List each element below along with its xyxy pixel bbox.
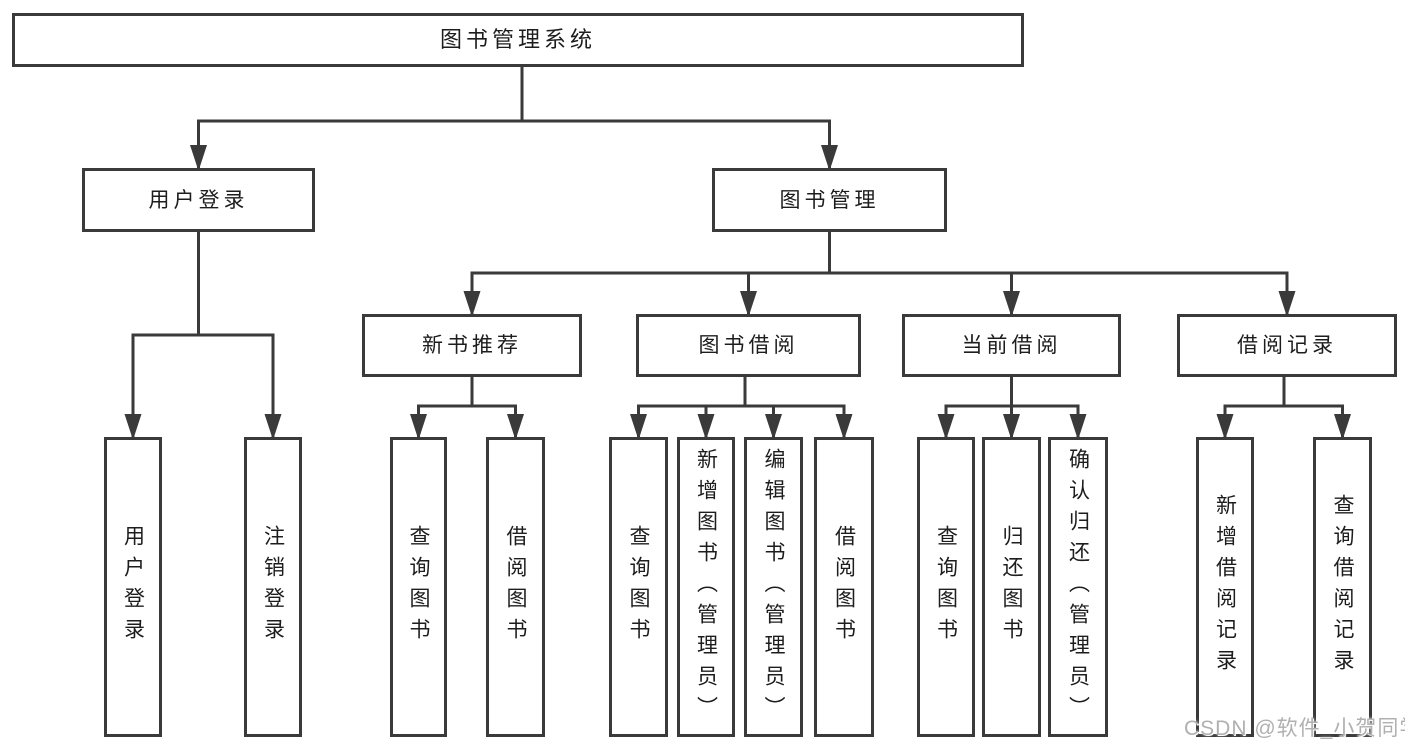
leaf-borrow-books-label: 借阅图书 [832,525,856,649]
leaf-edit-books-admin: 编辑图书（管理员） [744,437,803,737]
leaf-add-borrow-record: 新增借阅记录 [1196,437,1254,737]
connector-root-to-level2 [197,67,831,168]
node-book-borrow: 图书借阅 [636,314,861,377]
leaf-edit-books-admin-label: 编辑图书（管理员） [762,447,785,727]
leaf-add-books-admin-label: 新增图书（管理员） [694,447,718,727]
csdn-watermark: CSDN @软件_小贺同学 [1184,717,1405,740]
connector-borrow-record-branch [1223,377,1344,437]
leaf-query-books-current-label: 查询图书 [934,525,958,649]
leaf-return-books-label: 归还图书 [1000,525,1023,649]
connector-book-borrow-branch [637,377,846,437]
leaf-query-books-borrow: 查询图书 [609,437,668,737]
node-book-borrow-label: 图书借阅 [698,334,799,357]
leaf-query-books-recommend: 查询图书 [390,437,447,737]
leaf-user-login: 用户登录 [104,437,162,737]
leaf-query-books-current: 查询图书 [917,437,975,737]
arrowheads-user-login-branch [124,414,282,440]
connector-user-login-branch [131,232,275,437]
node-borrow-record-label: 借阅记录 [1237,334,1337,357]
leaf-add-books-admin: 新增图书（管理员） [677,437,735,737]
node-borrow-record: 借阅记录 [1177,314,1397,377]
leaf-borrow-books: 借阅图书 [814,437,874,737]
node-book-management-label: 图书管理 [779,188,880,212]
leaf-query-borrow-record: 查询借阅记录 [1313,437,1372,737]
node-new-book-recommend: 新书推荐 [362,314,582,377]
leaf-logout: 注销登录 [244,437,302,737]
leaf-confirm-return-admin: 确认归还（管理员） [1048,437,1108,737]
leaf-query-books-borrow-label: 查询图书 [627,525,650,649]
leaf-logout-label: 注销登录 [261,525,285,649]
node-current-borrow-label: 当前借阅 [961,334,1062,357]
node-book-management: 图书管理 [712,168,947,232]
leaf-add-borrow-record-label: 新增借阅记录 [1213,494,1237,680]
leaf-confirm-return-admin-label: 确认归还（管理员） [1066,447,1090,727]
node-user-login-label: 用户登录 [148,188,249,212]
arrowheads-level3 [463,291,1296,317]
leaf-return-books: 归还图书 [982,437,1041,737]
node-new-book-recommend-label: 新书推荐 [422,334,522,357]
leaf-borrow-books-recommend: 借阅图书 [486,437,545,737]
node-current-borrow: 当前借阅 [902,314,1121,377]
connector-book-management-to-level3 [470,232,1289,314]
leaf-query-borrow-record-label: 查询借阅记录 [1331,494,1354,680]
node-user-login: 用户登录 [82,168,315,232]
leaf-user-login-label: 用户登录 [121,525,145,649]
connector-new-book-branch [417,377,517,437]
node-system-root-label: 图书管理系统 [439,27,596,52]
leaf-borrow-books-recommend-label: 借阅图书 [504,525,527,649]
node-system-root: 图书管理系统 [12,13,1024,67]
leaf-query-books-recommend-label: 查询图书 [407,525,430,649]
